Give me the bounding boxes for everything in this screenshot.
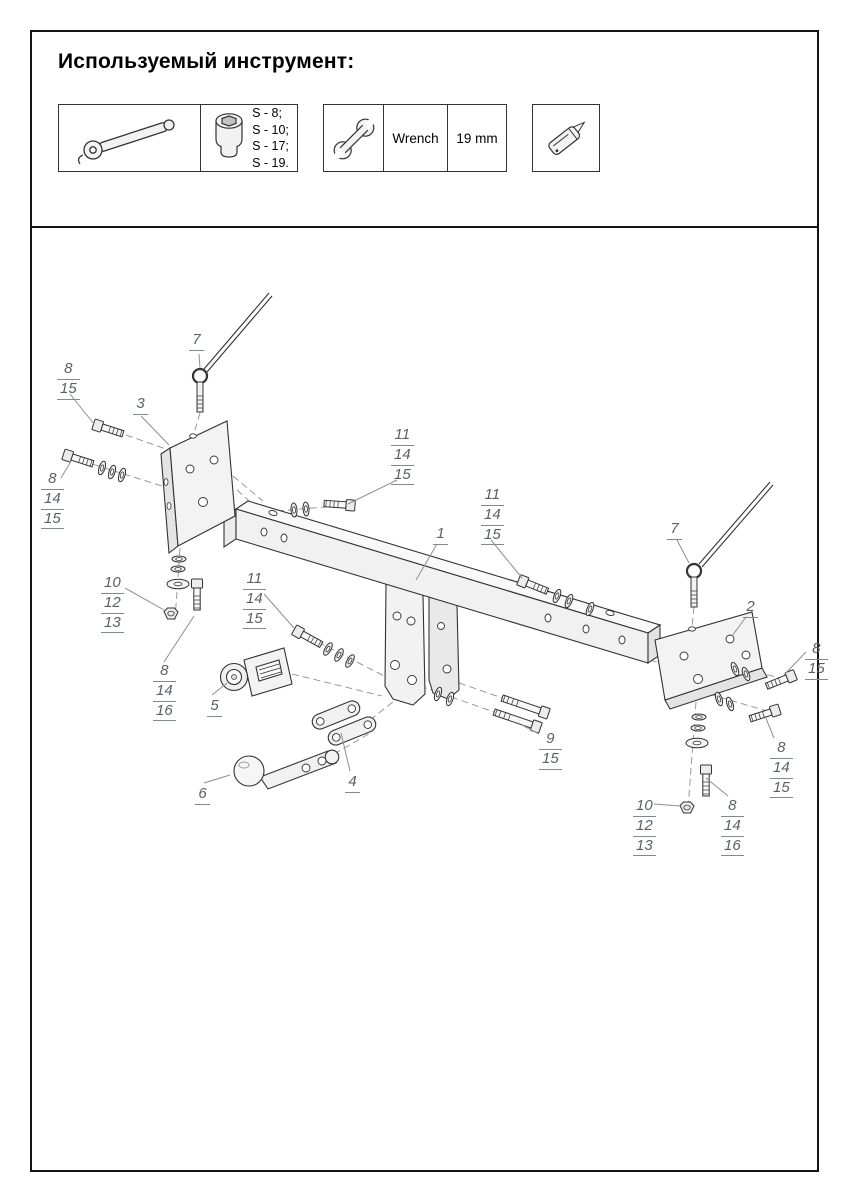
callout-line: 14	[721, 817, 744, 837]
fasteners-long-bolts	[432, 685, 551, 734]
callout-c7-right: 7	[667, 520, 682, 540]
callout-line: 15	[57, 380, 80, 400]
socket-cell: S - 8; S - 10; S - 17; S - 19.	[201, 105, 297, 171]
callout-c1: 1	[433, 525, 448, 545]
callout-line: 15	[805, 660, 828, 680]
callout-line: 14	[481, 506, 504, 526]
page-frame	[30, 30, 819, 1172]
callout-c5: 5	[207, 697, 222, 717]
callout-line: 7	[667, 520, 682, 540]
callout-c3: 3	[133, 395, 148, 415]
callout-line: 15	[481, 526, 504, 546]
callout-line: 16	[153, 702, 176, 722]
tools-row: S - 8; S - 10; S - 17; S - 19.	[58, 104, 600, 172]
right-bracket	[654, 611, 768, 710]
callout-line: 14	[391, 446, 414, 466]
socket-size: S - 8;	[252, 106, 282, 120]
callout-line: 8	[41, 470, 64, 490]
callout-line: 7	[189, 331, 204, 351]
toolbox-knife	[532, 104, 600, 172]
callout-line: 11	[243, 570, 266, 590]
socket-bracket	[219, 647, 293, 697]
callout-line: 4	[345, 773, 360, 793]
header-divider	[30, 226, 819, 228]
callout-line: 10	[633, 797, 656, 817]
wrench-size: 19 mm	[456, 130, 498, 146]
wrench-icon	[324, 105, 384, 171]
callout-line: 8	[57, 360, 80, 380]
callout-line: 1	[433, 525, 448, 545]
callout-line: 12	[633, 817, 656, 837]
callout-line: 16	[721, 837, 744, 857]
ratchet-icon	[59, 105, 201, 171]
callout-line: 9	[539, 730, 562, 750]
callout-line: 3	[133, 395, 148, 415]
callout-c2: 2	[743, 598, 758, 618]
callout-line: 15	[243, 610, 266, 630]
callout-line: 12	[101, 594, 124, 614]
toolbox-ratchet-socket: S - 8; S - 10; S - 17; S - 19.	[58, 104, 298, 172]
callout-line: 15	[539, 750, 562, 770]
callout-line: 8	[770, 739, 793, 759]
callout-line: 11	[391, 426, 414, 446]
callout-line: 14	[243, 590, 266, 610]
callout-line: 8	[805, 640, 828, 660]
socket-size: S - 19.	[252, 155, 289, 170]
socket-size-list: S - 8; S - 10; S - 17; S - 19.	[252, 105, 289, 171]
wrench-label: Wrench	[384, 105, 448, 171]
callout-line: 6	[195, 785, 210, 805]
callout-line: 2	[743, 598, 758, 618]
callout-line: 8	[721, 797, 744, 817]
callout-line: 14	[41, 490, 64, 510]
eyebolt-left	[191, 292, 273, 414]
callout-line: 15	[391, 466, 414, 486]
socket-size: S - 10;	[252, 122, 289, 137]
page-title: Используемый инструмент:	[58, 50, 355, 73]
link-plates	[311, 700, 377, 746]
callout-c6: 6	[195, 785, 210, 805]
callout-line: 13	[633, 837, 656, 857]
knife-icon	[533, 105, 599, 171]
callout-line: 13	[101, 614, 124, 634]
socket-size: S - 17;	[252, 139, 289, 153]
callout-line: 14	[153, 682, 176, 702]
callout-line: 14	[770, 759, 793, 779]
toolbox-wrench: Wrench 19 mm	[323, 104, 507, 172]
callout-line: 15	[41, 510, 64, 530]
callout-line: 10	[101, 574, 124, 594]
ratchet-icon-svg	[77, 119, 175, 165]
fasteners-frame-left	[290, 624, 357, 670]
main-frame	[384, 583, 460, 706]
towball	[233, 749, 340, 790]
left-bracket	[160, 420, 236, 555]
callout-c7-left: 7	[189, 331, 204, 351]
socket-icon	[209, 108, 249, 169]
eyebolt-right	[685, 481, 774, 609]
callout-line: 5	[207, 697, 222, 717]
callout-line: 8	[153, 662, 176, 682]
exploded-assembly-diagram	[60, 292, 807, 814]
callout-line: 15	[770, 779, 793, 799]
callout-line: 11	[481, 486, 504, 506]
callout-c4: 4	[345, 773, 360, 793]
